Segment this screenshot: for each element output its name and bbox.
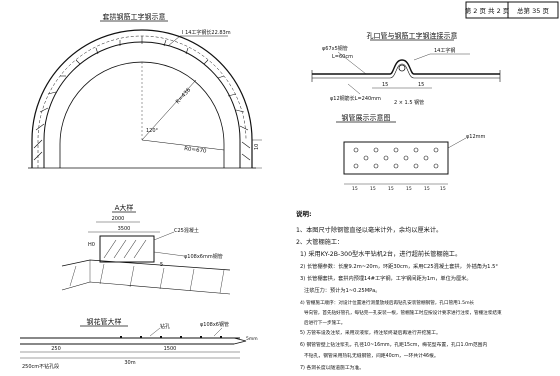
joint-view: 孔口管与钢筋工字钢连接示意 φ67x5钢管 L=60cm 14工字钢 15 15… xyxy=(311,31,501,106)
pipe-hole-label: φ12mm xyxy=(466,134,486,140)
section-concrete-label: C25混凝土 xyxy=(174,227,199,234)
note-line-9: 后进行下一步施工。 xyxy=(304,319,345,326)
lengthwise-dim-lb: 1500 xyxy=(164,346,177,352)
joint-dim-left: 15 xyxy=(382,82,388,88)
joint-steel-label: 14工字钢 xyxy=(434,47,455,54)
arch-view: 套拱钢筋工字钢示意 R=436 R0=670 120° xyxy=(28,12,262,169)
section-pipe-label: φ108x6mm钢管 xyxy=(184,253,223,260)
arch-radius-outer: R=436 xyxy=(175,87,192,105)
pipe-title: 钢管展示示意图 xyxy=(342,113,391,122)
lengthwise-hole-label: 钻孔 xyxy=(160,323,170,330)
joint-pipe-label: φ67x5钢管 xyxy=(322,45,348,52)
total-number: 总第 35 页 xyxy=(517,6,549,15)
lengthwise-view: 钢花管大样 钻孔 φ108x6钢管 5mm 250 1500 30m 250cm… xyxy=(20,317,258,370)
arch-hatch xyxy=(33,36,251,161)
note-line-8: 导向管，首先钻好管孔，每钻完一孔安装一根，管棚施工时应按设计要求进行注浆，管棚注… xyxy=(304,309,502,316)
lengthwise-title: 钢花管大样 xyxy=(87,317,122,326)
lengthwise-tip-label: 5mm xyxy=(246,336,258,342)
pipe-dim-6: 15 xyxy=(440,186,446,192)
pipe-dim-4: 15 xyxy=(406,186,412,192)
pipe-holes xyxy=(353,147,439,169)
pipe-dim-2: 15 xyxy=(370,186,376,192)
note-line-1: 1、本图尺寸除钢管直径以毫米计外，余均以厘米计。 xyxy=(296,226,442,234)
pipe-view: 钢管展示示意图 φ12mm 15 15 15 15 15 15 xyxy=(336,113,486,192)
section-dim-inner: 3500 xyxy=(118,226,131,232)
section-view: A大样 2000 3500 C25混凝土 φ108x6mm钢管 H0 5 xyxy=(61,203,231,295)
notes-block: 说明: 1、本图尺寸除钢管直径以毫米计外，余均以厘米计。 2、大管棚施工： 1)… xyxy=(296,209,502,371)
note-line-13: 7) 各洞长度以隧道施工为准。 xyxy=(300,364,364,371)
note-line-10: 5) 方管布设及注浆，采用双液浆，待注浆终凝后再进行开挖施工。 xyxy=(300,329,441,336)
pipe-dim-3: 15 xyxy=(388,186,394,192)
arch-title: 套拱钢筋工字钢示意 xyxy=(103,12,166,21)
section-title: A大样 xyxy=(115,203,134,212)
joint-dim-right: 15 xyxy=(418,82,424,88)
joint-bar-label: φ12钢筋长L=240mm xyxy=(330,95,381,102)
note-line-5: 3) 长管棚套拱，套拱内预埋14#工字钢，工字钢间距为1m，单位为厘米。 xyxy=(300,274,472,282)
pipe-dim-5: 15 xyxy=(424,186,430,192)
note-line-4: 2) 长管棚参数：长度9.2m~20m，环距30cm，采用C25混凝土套拱， 外… xyxy=(300,262,498,270)
note-line-12: 不钻孔，钢管采用热轧无缝钢管，间距40cm，一环共计46根。 xyxy=(304,352,439,359)
pipe-dim-1: 15 xyxy=(352,186,358,192)
note-line-11: 6) 钢管管壁上钻注浆孔，孔径10~16mm，孔距15cm，梅花型布置，孔口1.… xyxy=(300,341,487,348)
arch-note-rebar: I 14工字钢长22.83m xyxy=(182,29,231,36)
arch-radius-inner: R0=670 xyxy=(184,146,207,155)
joint-len-label: L=60cm xyxy=(332,54,353,60)
sheet-number: 第 2 页 共 2 页 xyxy=(465,6,510,15)
header-box: 第 2 页 共 2 页 总第 35 页 xyxy=(465,1,559,19)
section-left-dim: H0 xyxy=(88,242,95,248)
arch-angle: 120° xyxy=(146,128,159,134)
note-line-7: 4) 管棚施工顺序：对设计位置进行测量放线后再钻孔安装管棚钢管，孔口管用1.5m… xyxy=(300,299,475,306)
section-dim-width: 2000 xyxy=(112,216,125,222)
lengthwise-end-label: φ108x6钢管 xyxy=(200,321,229,328)
notes-heading: 说明: xyxy=(296,209,312,218)
lengthwise-total: 30m xyxy=(124,360,135,366)
note-line-2: 2、大管棚施工： xyxy=(296,238,343,246)
note-line-6: 注浆压力：预计为1~0.25MPa。 xyxy=(304,286,380,294)
lengthwise-dim-l: 250 xyxy=(51,346,61,352)
note-line-3: 1) 采用KY-2B-300型水平钻机2台，进行超前长管棚施工。 xyxy=(300,250,461,258)
arch-side-dim: 10 xyxy=(254,144,260,150)
lengthwise-bottom-label: 250cm不钻孔段 xyxy=(22,363,59,370)
joint-title: 孔口管与钢筋工字钢连接示意 xyxy=(367,31,458,40)
joint-bottom-dim: 2 × 1.5 钢管 xyxy=(394,99,424,106)
